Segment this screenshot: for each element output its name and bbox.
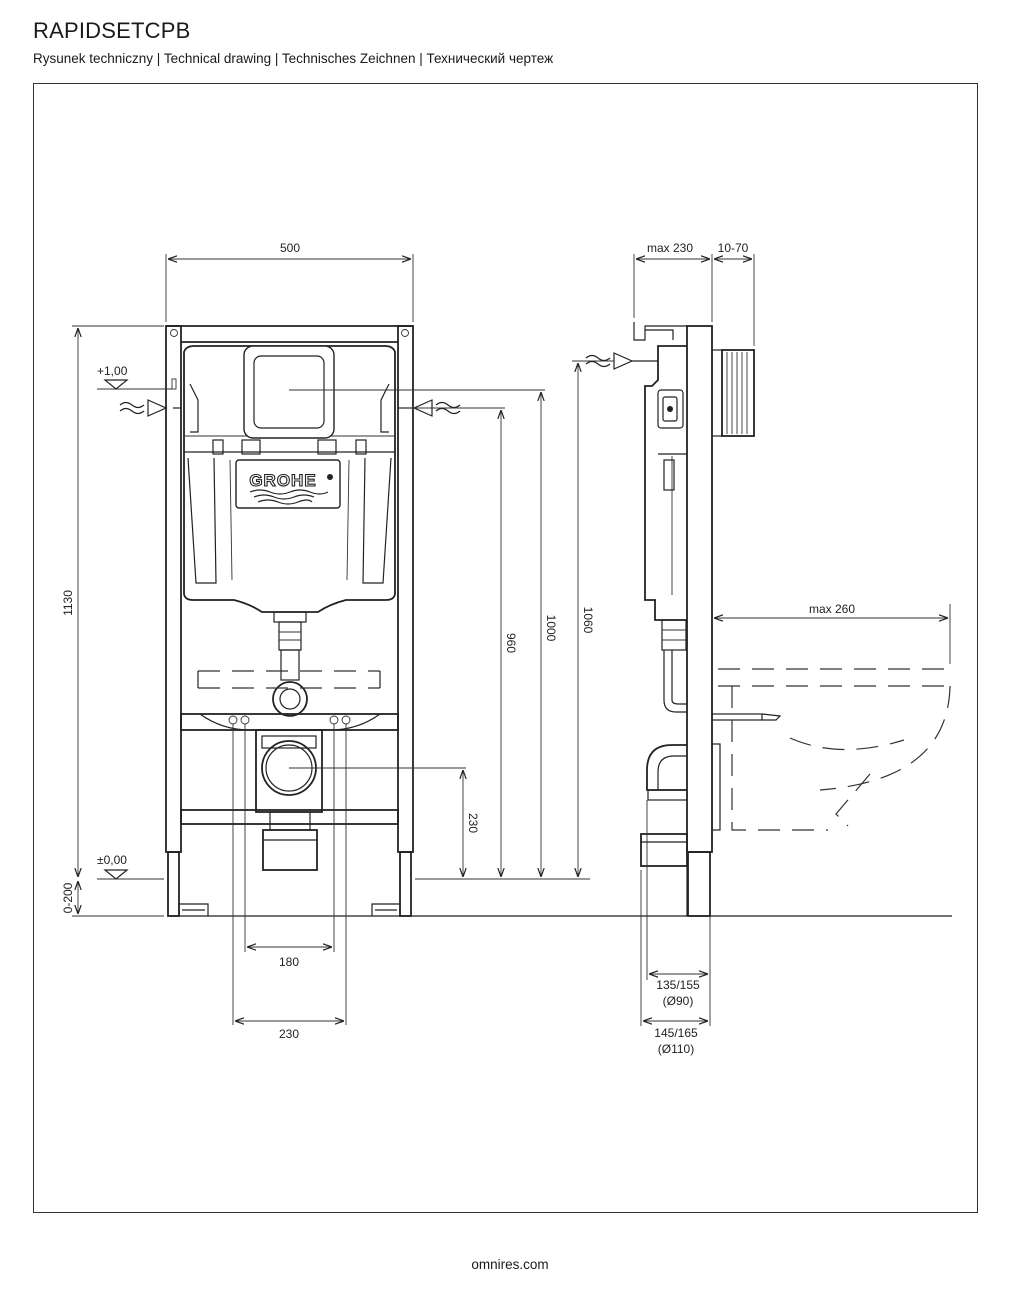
dim-floor-0-200: 0-200	[61, 882, 75, 913]
dim-1060: 1060	[581, 607, 595, 634]
drawing-frame	[33, 83, 978, 1213]
side-view: max 230 10-70 1060 max 260 135/155 (Ø90)…	[572, 241, 951, 1056]
dim-145-165: 145/165	[654, 1026, 698, 1040]
dim-diameter-90: (Ø90)	[663, 994, 694, 1008]
dim-230-vertical: 230	[466, 813, 480, 833]
frame-post-left	[165, 325, 182, 853]
dim-960: 960	[504, 633, 518, 653]
page-subtitle: Rysunek techniczny | Technical drawing |…	[33, 51, 554, 66]
dim-10-70: 10-70	[718, 241, 749, 255]
svg-text:GROHE: GROHE	[249, 471, 316, 490]
side-frame-post	[686, 325, 713, 853]
dim-1000: 1000	[544, 615, 558, 642]
wc-bowl-outline	[718, 668, 951, 831]
grohe-logo: GROHE	[235, 459, 341, 509]
dim-max-260: max 260	[809, 602, 855, 616]
flush-plate	[243, 345, 335, 439]
front-view: GROHE	[61, 241, 590, 1041]
dim-135-155: 135/155	[656, 978, 700, 992]
cistern-tank	[183, 345, 396, 613]
dim-180: 180	[279, 955, 299, 969]
dim-width-500: 500	[280, 241, 300, 255]
frame-post-right	[397, 325, 414, 853]
dim-diameter-110: (Ø110)	[658, 1042, 694, 1056]
dim-height-1130: 1130	[61, 590, 75, 616]
dim-230-horizontal: 230	[279, 1027, 299, 1041]
dim-max-230: max 230	[647, 241, 693, 255]
level-top-label: +1,00	[97, 364, 128, 378]
page-title: RAPIDSETCPB	[33, 18, 191, 43]
level-zero-label: ±0,00	[97, 853, 127, 867]
footer-website: omnires.com	[471, 1257, 549, 1272]
